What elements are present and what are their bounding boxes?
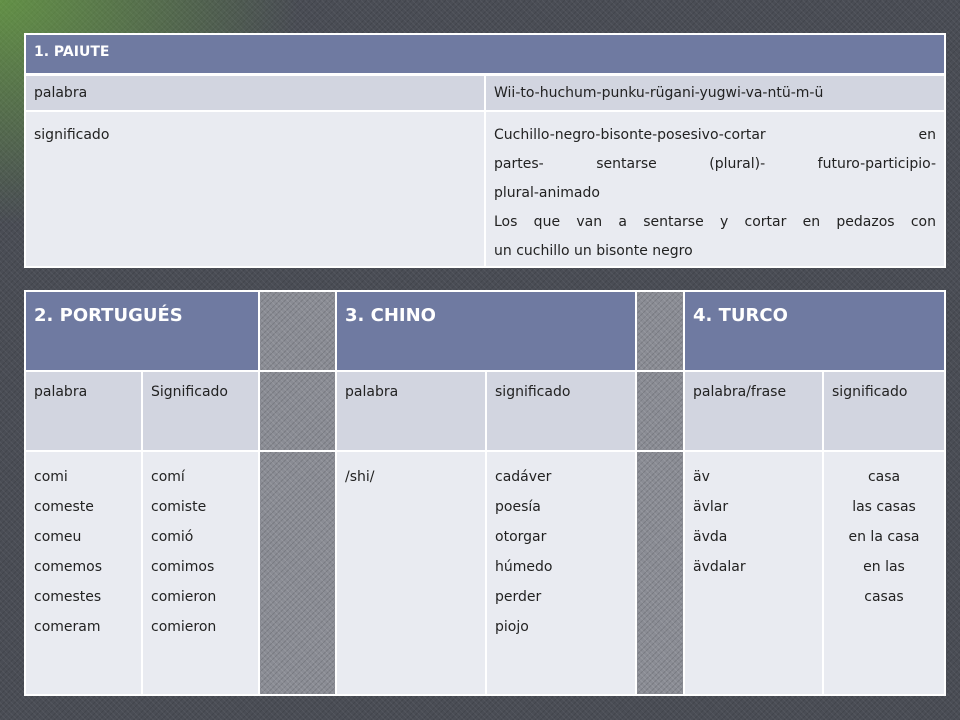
word: comeste xyxy=(34,499,94,515)
turco-significados: casa las casas en la casa en las casas xyxy=(822,450,947,696)
word: comeu xyxy=(34,529,82,545)
word: comemos xyxy=(34,559,103,575)
paiute-table: 1. PAIUTE palabra Wii-to-huchum-punku-rü… xyxy=(24,33,946,268)
significado-line: un cuchillo un bisonte negro xyxy=(494,243,693,259)
meaning: casa xyxy=(867,469,901,485)
separator-column xyxy=(258,450,338,696)
significado-line: partes- sentarse (plural)- futuro-partic… xyxy=(494,156,936,172)
meaning: otorgar xyxy=(495,529,547,545)
word: comestes xyxy=(34,589,102,605)
meaning: comí xyxy=(151,469,185,485)
significado-line: Cuchillo-negro-bisonte-posesivo-cortar e… xyxy=(494,127,936,143)
chino-palabras: /shi/ xyxy=(335,450,488,696)
languages-table: 2. PORTUGUÉS 3. CHINO 4. TURCO palabra S… xyxy=(23,290,947,696)
meaning: húmedo xyxy=(495,559,553,575)
meaning: en la casa xyxy=(848,529,920,545)
paiute-title: 1. PAIUTE xyxy=(24,33,946,76)
paiute-palabra-label: palabra xyxy=(24,73,486,112)
chino-col-significado: significado xyxy=(485,370,638,452)
separator-column xyxy=(635,290,686,372)
chino-significados: cadáver poesía otorgar húmedo perder pio… xyxy=(485,450,638,696)
meaning: comió xyxy=(151,529,194,545)
separator-column xyxy=(635,370,686,452)
separator-column xyxy=(258,290,338,372)
paiute-significado-value: Cuchillo-negro-bisonte-posesivo-cortar e… xyxy=(484,110,946,268)
word: ävdalar xyxy=(693,559,746,575)
meaning: en las xyxy=(863,559,905,575)
paiute-significado-label: significado xyxy=(24,110,486,268)
word: /shi/ xyxy=(345,469,375,485)
meaning: casas xyxy=(864,589,904,605)
portugues-col-palabra: palabra xyxy=(24,370,143,452)
meaning: comieron xyxy=(151,619,217,635)
meaning: comieron xyxy=(151,589,217,605)
chino-title: 3. CHINO xyxy=(335,290,638,372)
portugues-col-significado: Significado xyxy=(140,370,261,452)
turco-col-palabra: palabra/frase xyxy=(683,370,825,452)
word: ävlar xyxy=(693,499,729,515)
separator-column xyxy=(635,450,686,696)
portugues-palabras: comi comeste comeu comemos comestes come… xyxy=(24,450,143,696)
word: comi xyxy=(34,469,68,485)
portugues-significados: comí comiste comió comimos comieron comi… xyxy=(140,450,261,696)
portugues-title: 2. PORTUGUÉS xyxy=(23,290,261,372)
meaning: comiste xyxy=(151,499,207,515)
meaning: piojo xyxy=(495,619,529,635)
separator-column xyxy=(258,370,338,452)
meaning: las casas xyxy=(852,499,916,515)
meaning: perder xyxy=(495,589,542,605)
meaning: comimos xyxy=(151,559,215,575)
word: comeram xyxy=(34,619,101,635)
turco-palabras: äv ävlar ävda ävdalar xyxy=(683,450,825,696)
word: äv xyxy=(693,469,710,485)
turco-title: 4. TURCO xyxy=(683,290,947,372)
meaning: poesía xyxy=(495,499,541,515)
significado-line: plural-animado xyxy=(494,185,600,201)
meaning: cadáver xyxy=(495,469,552,485)
word: ävda xyxy=(693,529,728,545)
turco-col-significado: significado xyxy=(822,370,947,452)
chino-col-palabra: palabra xyxy=(335,370,488,452)
paiute-palabra-value: Wii-to-huchum-punku-rügani-yugwi-va-ntü-… xyxy=(484,73,946,112)
significado-line: Los que van a sentarse y cortar en pedaz… xyxy=(494,214,936,230)
